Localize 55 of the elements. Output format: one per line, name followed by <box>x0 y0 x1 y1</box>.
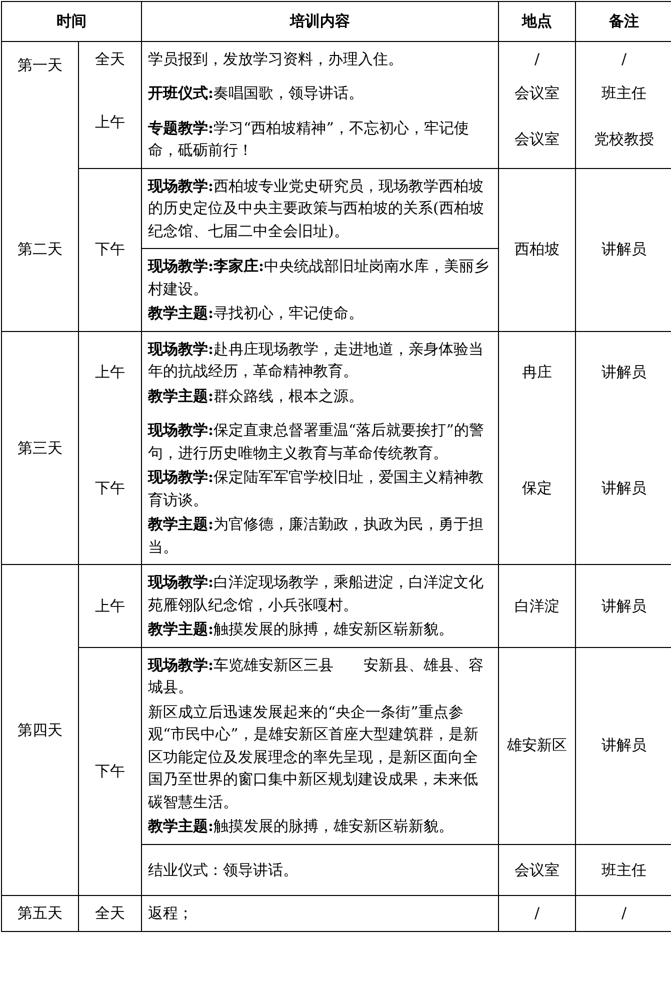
schedule-text: 学员报到，发放学习资料，办理入住。 <box>148 48 404 70</box>
remark-text: 讲解员 <box>602 240 646 258</box>
schedule-text: 现场教学:西柏坡专业党史研究员，现场教学西柏坡的历史定位及中央主要政策与西柏坡的关系(西柏坡纪念馆、七届二中全会旧址)。 <box>148 176 485 242</box>
remark-text: 讲解员 <box>602 479 646 498</box>
location-text: 西柏坡 <box>514 240 560 258</box>
time-slot-label: 下午 <box>95 479 125 498</box>
location-text: 白洋淀 <box>514 596 560 614</box>
schedule-text: 返程； <box>148 903 194 924</box>
schedule-text: 教学主题:触摸发展的脉搏，雄安新区崭新貌。 <box>148 816 455 837</box>
time-slot-label: 下午 <box>95 240 125 258</box>
schedule-text: 结业仪式：领导讲话。 <box>148 860 299 880</box>
schedule-text: 开班仪式:奏唱国歌，领导讲话。 <box>148 83 365 104</box>
schedule-text: 教学主题:为官修德，廉洁勤政，执政为民，勇于担当。 <box>148 514 485 558</box>
schedule-text: 教学主题:群众路线，根本之源。 <box>148 386 365 406</box>
location-text: 保定 <box>522 479 552 498</box>
schedule-text: 现场教学:赴冉庄现场教学，走进地道，亲身体验当年的抗战经历，革命精神教育。 <box>148 338 485 382</box>
remark-text: / <box>621 50 627 68</box>
remark-text: / <box>621 904 627 922</box>
schedule-text: 现场教学:车览雄安新区三县 安新县、雄县、容城县。 <box>148 654 485 698</box>
day-label: 第四天 <box>18 720 62 739</box>
time-slot-label: 全天 <box>95 904 125 922</box>
time-slot-label: 全天 <box>95 50 125 68</box>
schedule-text: 现场教学:李家庄:中央统战部旧址岗南水库，美丽乡村建设。 <box>148 256 490 300</box>
schedule-text: 现场教学:保定陆军军官学校旧址，爱国主义精神教育访谈。 <box>148 467 485 510</box>
day-label: 第五天 <box>18 904 62 922</box>
location-text: 会议室 <box>514 84 560 102</box>
schedule-text: 新区成立后迅速发展起来的“央企一条街”重点参观“市民中心”，是雄安新区首座大型建筑群，是新区功能定位及发展理念的率先呈现，是新区面向全国乃至世界的窗口集中新区规划建设成果，未来低碳智慧生活。 <box>148 702 480 812</box>
remark-text: 讲解员 <box>602 736 646 754</box>
time-slot-label: 上午 <box>95 596 125 614</box>
location-text: 会议室 <box>514 130 560 148</box>
time-slot-label: 下午 <box>95 762 125 780</box>
location-text: 冉庄 <box>522 363 552 381</box>
location-text: 会议室 <box>514 860 560 878</box>
time-slot-label: 上午 <box>95 363 125 381</box>
location-text: / <box>534 50 540 68</box>
location-text: / <box>534 904 540 922</box>
schedule-text: 教学主题:触摸发展的脉搏，雄安新区崭新貌。 <box>148 619 455 640</box>
column-header: 培训内容 <box>290 12 350 30</box>
day-label: 第一天 <box>18 56 62 74</box>
remark-text: 班主任 <box>602 860 646 878</box>
column-header: 时间 <box>56 12 86 30</box>
remark-text: 班主任 <box>602 84 646 102</box>
day-label: 第二天 <box>18 240 62 258</box>
remark-text: 讲解员 <box>602 363 646 381</box>
day-label: 第三天 <box>18 438 62 456</box>
schedule-text: 现场教学:白洋淀现场教学，乘船进淀，白洋淀文化苑雁翎队纪念馆，小兵张嘎村。 <box>148 572 485 616</box>
schedule-text: 教学主题:寻找初心，牢记使命。 <box>148 303 365 324</box>
time-slot-label: 上午 <box>95 112 125 130</box>
location-text: 雄安新区 <box>507 736 567 754</box>
column-header: 备注 <box>609 12 639 30</box>
column-header: 地点 <box>522 12 552 30</box>
schedule-text: 现场教学:保定直隶总督署重温“落后就要挨打”的警句，进行历史唯物主义教育与革命传统教育。 <box>148 420 485 464</box>
schedule-text: 专题教学:学习“西柏坡精神”，不忘初心，牢记使命，砥砺前行！ <box>148 118 470 161</box>
remark-text: 讲解员 <box>602 596 646 614</box>
remark-text: 党校教授 <box>594 130 654 148</box>
